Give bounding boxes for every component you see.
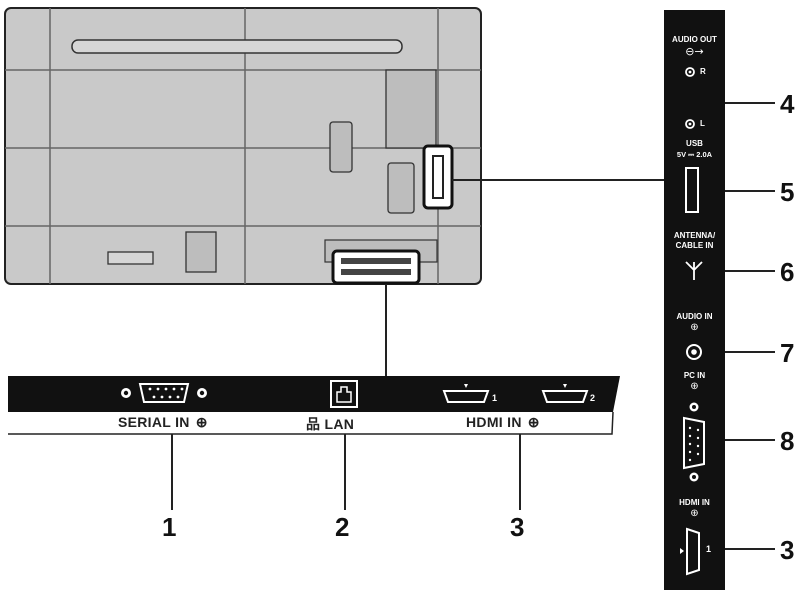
callout-number-4: 4 xyxy=(780,89,795,119)
pc-in-label: PC IN xyxy=(683,371,706,380)
callout-number-3-side: 3 xyxy=(780,535,795,565)
hdmi-in-label: HDMI IN⊕ xyxy=(466,414,540,430)
callout-number-7: 7 xyxy=(780,338,795,368)
bottom-terminal-strip xyxy=(8,376,620,435)
hdmi-in-side-icon: ⊕ xyxy=(690,508,699,519)
audio-l-label: L xyxy=(700,119,705,128)
hdmi-side-port-label: 1 xyxy=(706,544,712,554)
antenna-label-1: ANTENNA/ xyxy=(673,231,716,240)
callout-number-8: 8 xyxy=(780,426,795,456)
callout-number-3-bottom: 3 xyxy=(510,512,525,542)
usb-label: USB xyxy=(686,139,703,148)
audio-r-label: R xyxy=(700,67,706,76)
lan-label: 品 LAN xyxy=(306,416,355,433)
callout-number-2: 2 xyxy=(335,512,350,542)
antenna-label-2: CABLE IN xyxy=(675,241,714,250)
hdmi-port-1-label: 1 xyxy=(492,393,498,403)
serial-in-label: SERIAL IN⊕ xyxy=(118,414,208,430)
hdmi-in-side-label: HDMI IN xyxy=(679,498,710,507)
side-terminal-strip xyxy=(664,10,725,590)
callout-number-5: 5 xyxy=(780,177,795,207)
usb-power-label: 5V ⎓ 2.0A xyxy=(676,150,713,159)
pc-in-icon: ⊕ xyxy=(690,381,699,392)
tv-rear-panel xyxy=(4,7,482,285)
network-icon: 品 xyxy=(306,417,321,433)
audio-out-label: AUDIO OUT xyxy=(672,35,717,44)
callout-number-1: 1 xyxy=(162,512,177,542)
callout-number-6: 6 xyxy=(780,257,795,287)
audio-out-icon: ⊖→ xyxy=(685,45,704,58)
audio-in-label: AUDIO IN xyxy=(676,312,713,321)
hdmi-port-2-label: 2 xyxy=(590,393,596,403)
audio-in-icon: ⊕ xyxy=(690,322,699,333)
